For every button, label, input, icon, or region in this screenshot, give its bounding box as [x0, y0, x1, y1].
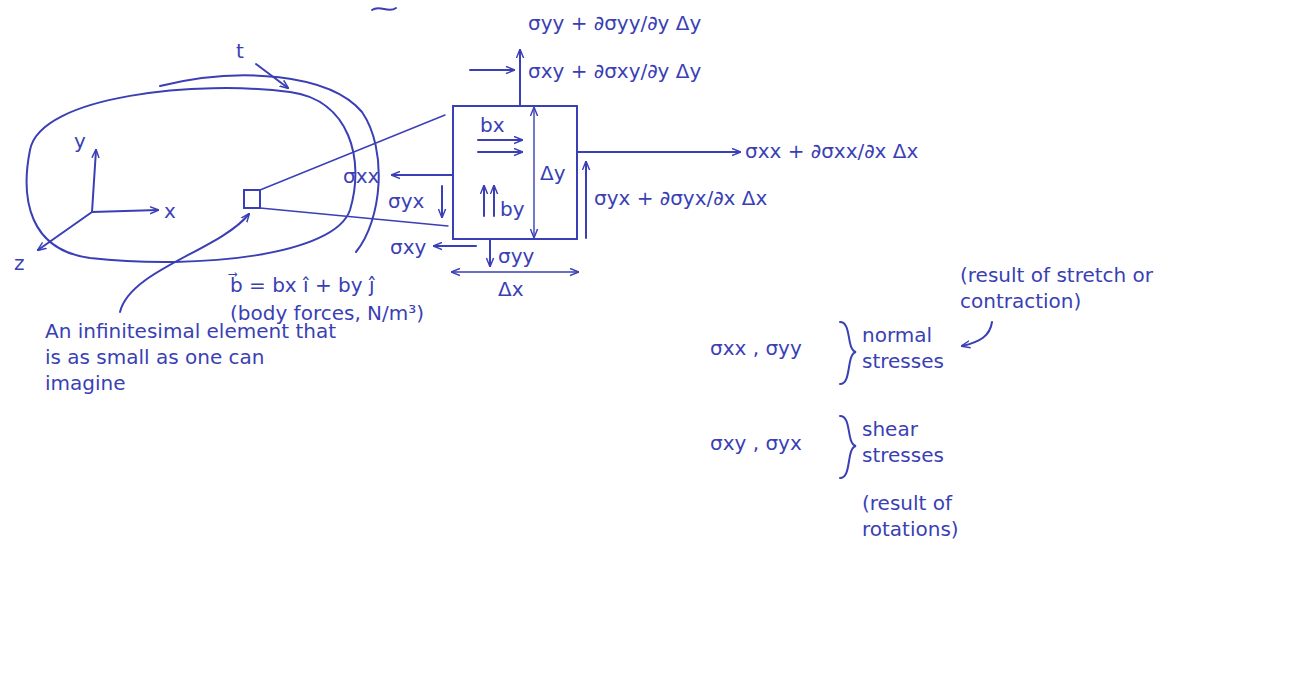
- body-force-label: bx: [480, 113, 505, 137]
- z-axis: [38, 212, 92, 250]
- leader-line: [120, 214, 249, 312]
- y-axis: [92, 150, 96, 212]
- stress-arrow: [434, 245, 476, 247]
- axis-label: x: [164, 198, 176, 224]
- stress-label: σxx: [343, 163, 379, 189]
- element-marker: [244, 190, 260, 208]
- dimension-line: [452, 271, 578, 272]
- stress-arrow: [470, 69, 514, 71]
- body-force-arrow: [493, 186, 495, 216]
- stress-arrow: [392, 174, 452, 176]
- zoom-line: [260, 115, 445, 190]
- stress-arrow: [578, 151, 740, 153]
- stress-label: σyy: [498, 243, 534, 269]
- body-force-arrow: [478, 139, 522, 141]
- body-outline: [27, 88, 356, 262]
- stress-label: σyy + ∂σyy/∂y Δy: [528, 10, 701, 36]
- stress-label: σxx + ∂σxx/∂x Δx: [745, 138, 918, 164]
- body-thickness: [160, 75, 379, 252]
- x-axis: [92, 210, 158, 212]
- equation: b⃗ = bx î + by ĵ: [230, 272, 375, 298]
- dimension-label: Δy: [540, 160, 566, 186]
- brace: [840, 322, 856, 384]
- tilde: [372, 8, 396, 10]
- axis-label: y: [74, 128, 86, 154]
- stress-arrow: [489, 240, 491, 266]
- stress-arrow: [585, 162, 587, 238]
- dimension-label: Δx: [498, 276, 524, 302]
- thickness-label: t: [236, 38, 244, 64]
- body-force-arrow: [478, 151, 522, 153]
- stress-label: σxy: [390, 234, 426, 260]
- brace: [840, 416, 856, 478]
- stress-label: σxy + ∂σxy/∂y Δy: [528, 58, 701, 84]
- leader-line: [962, 322, 992, 346]
- thickness-arrow: [256, 64, 288, 88]
- note: An infinitesimal element that is as smal…: [45, 318, 345, 396]
- stress-label: σyx + ∂σyx/∂x Δx: [594, 185, 767, 211]
- body-force-label: by: [500, 197, 525, 221]
- stress-label: σxx , σyy: [710, 335, 802, 361]
- note: shear stresses: [862, 416, 972, 468]
- stress-label: σyx: [388, 188, 424, 214]
- note: (result of rotations): [862, 490, 1012, 542]
- axis-label: z: [14, 250, 25, 276]
- stress-label: σxy , σyx: [710, 430, 802, 456]
- stress-arrow: [441, 186, 443, 217]
- stress-arrow: [519, 50, 521, 105]
- body-force-arrow: [483, 186, 485, 216]
- note: (result of stretch or contraction): [960, 262, 1280, 314]
- dimension-line: [533, 108, 534, 237]
- note: normal stresses: [862, 322, 972, 374]
